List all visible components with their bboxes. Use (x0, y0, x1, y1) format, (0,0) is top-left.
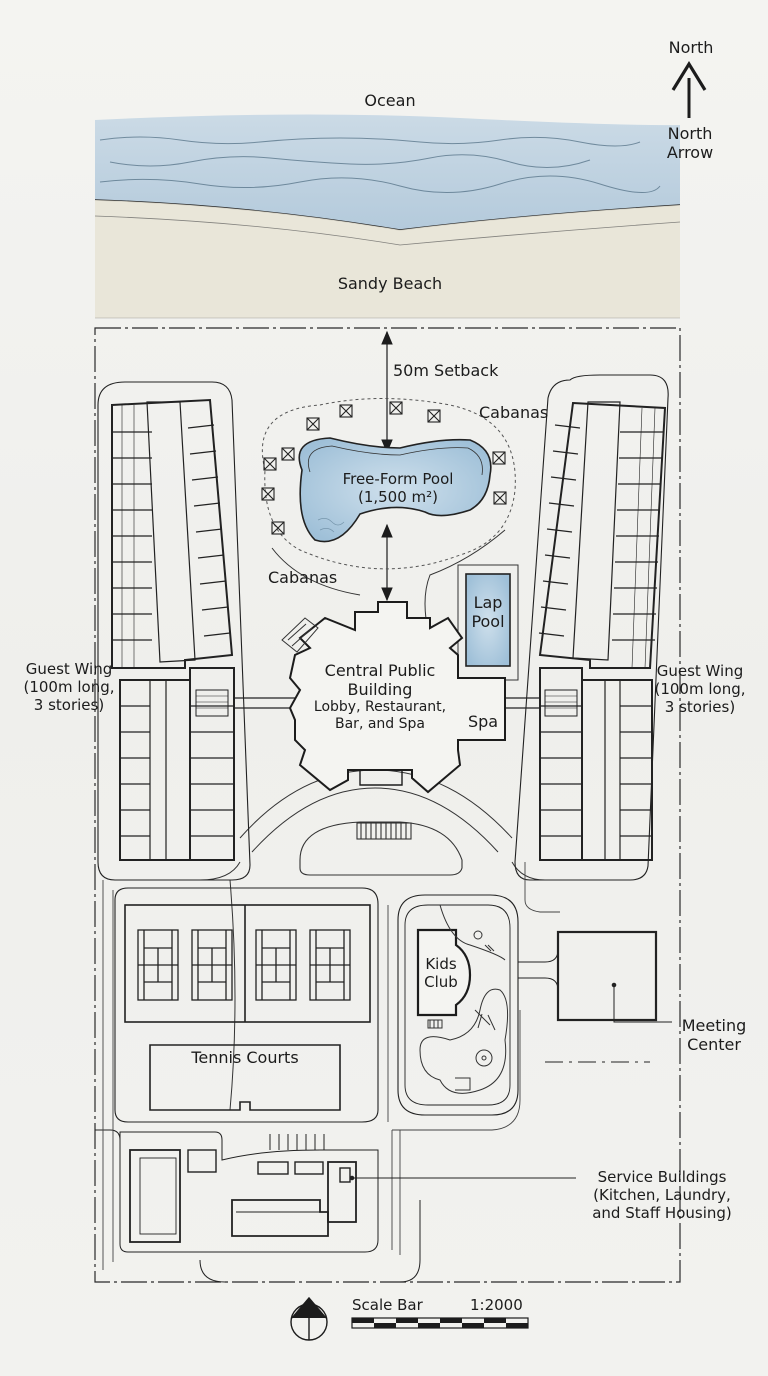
central-building-label: Central Public Building Lobby, Restauran… (305, 661, 455, 733)
meeting-center (518, 930, 658, 1063)
service-buildings-label: Service Buildings (Kitchen, Laundry, and… (576, 1168, 748, 1222)
guest-wing-label-line: (100m long, (654, 680, 746, 698)
guest-wing-label-line: (100m long, (23, 678, 115, 696)
cabana-icon (306, 417, 320, 431)
sandy-beach-label: Sandy Beach (337, 274, 443, 293)
guest-wing-label-line: Guest Wing (25, 660, 113, 678)
scale-ratio-label: 1:2000 (470, 1296, 523, 1314)
central-building-label-line: Bar, and Spa (335, 716, 425, 733)
drop-off-loop (299, 821, 463, 876)
free-form-pool-label-line: Free-Form Pool (342, 470, 454, 488)
free-form-pool (298, 437, 492, 543)
tennis-court (309, 929, 351, 1001)
kids-club-area (397, 894, 519, 1116)
leader-lines (349, 982, 672, 1181)
setback-label: 50m Setback (393, 361, 499, 380)
tennis-court (137, 929, 179, 1001)
guest-wing-label-line: Guest Wing (656, 662, 744, 680)
central-terrace (281, 617, 319, 653)
cabana-icon (389, 401, 403, 415)
free-form-pool-label: Free-Form Pool (1,500 m²) (318, 470, 478, 506)
guest-wing-left (97, 381, 251, 881)
beach-area (94, 200, 681, 319)
north-arrow-label: North Arrow (654, 124, 726, 162)
meeting-center-label: Meeting Center (672, 1016, 756, 1054)
tennis-court (255, 929, 297, 1001)
tennis-courts-label: Tennis Courts (191, 1048, 299, 1067)
north-arrow-label-line: North (667, 124, 713, 143)
lap-pool-label-line: Pool (471, 612, 505, 632)
north-arrow-icon (671, 60, 707, 118)
cabana-icon (339, 404, 353, 418)
meeting-center-label-line: Center (687, 1035, 741, 1055)
north-label: North (668, 38, 714, 57)
cabana-icon (427, 409, 441, 423)
kids-club-label-line: Club (424, 973, 458, 991)
tennis-court-lines (137, 929, 351, 1001)
setback-dimension-line (381, 330, 393, 602)
scale-bar-graphic (351, 1317, 529, 1329)
service-buildings-label-line: Service Buildings (597, 1168, 727, 1186)
north-arrow-label-line: Arrow (666, 143, 714, 163)
guest-wing-right (514, 374, 669, 881)
ocean-label: Ocean (364, 91, 416, 110)
guest-wing-label-line: 3 stories) (33, 696, 105, 714)
kids-club-building (416, 928, 472, 1017)
free-form-pool-label-line: (1,500 m²) (357, 488, 439, 506)
meeting-center-label-line: Meeting (681, 1016, 747, 1035)
lap-pool (457, 564, 519, 681)
guest-wing-right-label: Guest Wing (100m long, 3 stories) (640, 662, 760, 716)
cabana-icon (492, 451, 506, 465)
central-building-label-line: Central Public (324, 661, 436, 680)
perimeter-road (102, 862, 560, 1270)
cabana-icon (493, 491, 507, 505)
tennis-court (191, 929, 233, 1001)
central-public-building (288, 601, 506, 794)
spa-label: Spa (467, 712, 499, 731)
lap-pool-label: Lap Pool (466, 593, 510, 631)
cabana-icon (263, 457, 277, 471)
central-building-label-line: Lobby, Restaurant, (313, 699, 447, 716)
cabanas-label: Cabanas (479, 403, 549, 422)
lap-pool-label-line: Lap (473, 593, 503, 612)
service-buildings-label-line: (Kitchen, Laundry, (593, 1186, 731, 1204)
service-area (95, 1129, 421, 1283)
tennis-court-area (114, 887, 379, 1123)
scale-north-symbol-icon (290, 1296, 328, 1341)
service-buildings-label-line: and Staff Housing) (592, 1204, 732, 1222)
guest-wing-label-line: 3 stories) (664, 698, 736, 716)
pool-deck-path (261, 398, 516, 570)
central-building-label-line: Building (347, 680, 413, 700)
central-entrance (359, 770, 403, 786)
kids-club-label-line: Kids (425, 955, 457, 973)
guest-wing-left-label: Guest Wing (100m long, 3 stories) (10, 660, 128, 714)
cabana-icon (281, 447, 295, 461)
scale-bar-label: Scale Bar (352, 1296, 423, 1314)
cabana-icon (261, 487, 275, 501)
kids-club-label: Kids Club (418, 955, 464, 991)
playground (419, 904, 509, 1094)
property-boundary (94, 327, 681, 1283)
cabana-umbrellas (261, 401, 507, 535)
cabana-icon (271, 521, 285, 535)
cabanas-label: Cabanas (268, 568, 338, 587)
